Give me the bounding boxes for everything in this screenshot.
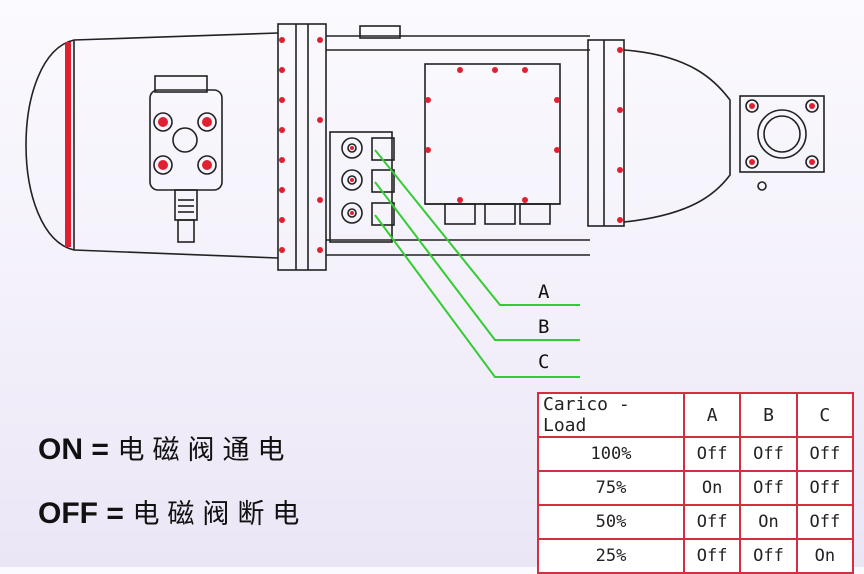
table-cell-c: On: [795, 538, 855, 574]
legend-off-key: OFF =: [38, 497, 124, 530]
main-flange: [277, 23, 327, 271]
table-row-load: 100%: [537, 436, 685, 472]
table-cell-c: Off: [795, 470, 855, 506]
leader-line-c: [374, 214, 580, 378]
legend-on-desc: 电磁阀通电: [117, 435, 293, 466]
right-flange: [587, 39, 625, 227]
leader-line-b: [374, 181, 580, 341]
legend-on-key: ON =: [38, 433, 109, 466]
table-row: 100% Off Off Off: [537, 436, 855, 472]
load-table: Carico - Load A B C 100% Off Off Off 75%…: [537, 392, 855, 574]
table-row: 75% On Off Off: [537, 470, 855, 506]
table-row-load: 25%: [537, 538, 685, 574]
capacity-valve-block: [329, 131, 393, 243]
callout-label-b: B: [538, 316, 550, 338]
shell-top-edge: [73, 32, 279, 41]
table-cell-c: Off: [795, 436, 855, 472]
legend-on: ON = 电磁阀通电: [38, 428, 292, 467]
shell-bottom-edge: [73, 249, 279, 259]
table-cell-b: On: [739, 504, 798, 540]
callout-label-a: A: [538, 281, 550, 303]
table-cell-a: Off: [682, 436, 742, 472]
inner-chamber: [424, 63, 561, 205]
callout-label-c: C: [538, 351, 550, 373]
table-row-load: 50%: [537, 504, 685, 540]
table-corner-cell: Carico - Load: [537, 392, 685, 438]
legend-off-desc: 电磁阀断电: [132, 499, 308, 530]
table-row: 50% Off On Off: [537, 504, 855, 540]
red-markers: [65, 37, 815, 253]
table-row: 25% Off Off On: [537, 538, 855, 574]
table-col-header-a: A: [682, 392, 742, 438]
table-cell-c: Off: [795, 504, 855, 540]
table-cell-a: Off: [682, 504, 742, 540]
table-cell-b: Off: [739, 538, 798, 574]
discharge-flange: [739, 95, 825, 173]
table-row-load: 75%: [537, 470, 685, 506]
leader-line-a: [374, 149, 580, 306]
table-header-row: Carico - Load A B C: [537, 392, 855, 438]
table-cell-b: Off: [739, 436, 798, 472]
valve-block-outline: [149, 89, 223, 191]
shell-left-dome: [25, 39, 75, 251]
table-cell-b: Off: [739, 470, 798, 506]
table-col-header-b: B: [739, 392, 798, 438]
table-cell-a: On: [682, 470, 742, 506]
legend-off: OFF = 电磁阀断电: [38, 492, 307, 531]
table-cell-a: Off: [682, 538, 742, 574]
shell-right-cone: [623, 49, 731, 223]
table-col-header-c: C: [795, 392, 855, 438]
